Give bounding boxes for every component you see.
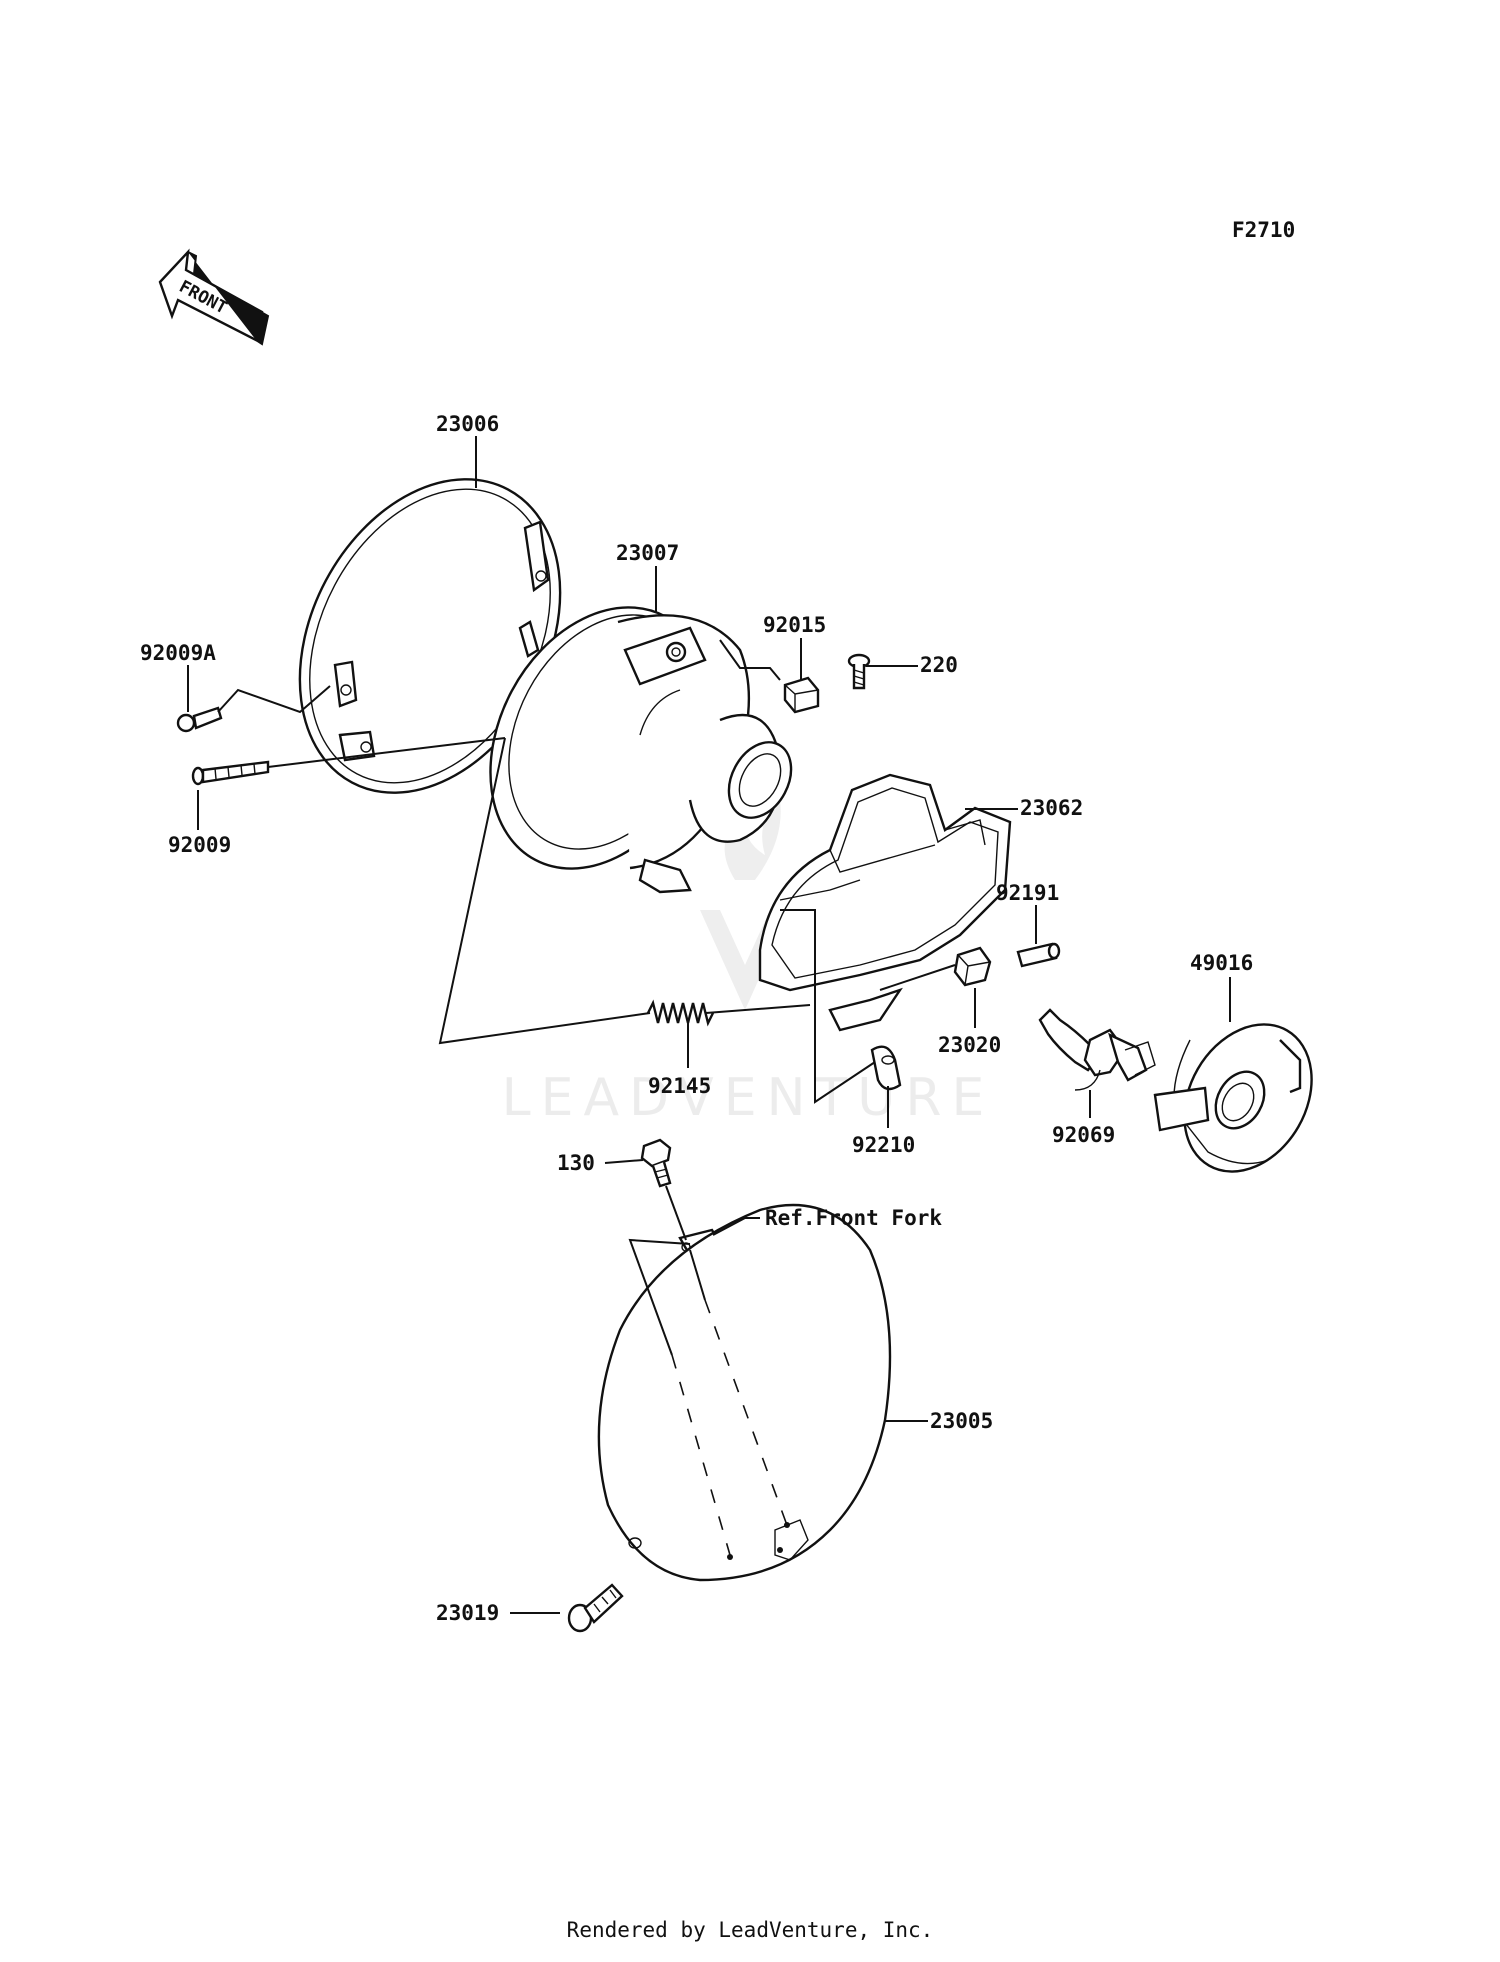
label-92015: 92015 bbox=[763, 613, 826, 637]
mounting-bracket bbox=[758, 773, 1012, 1032]
label-23020: 23020 bbox=[938, 1033, 1001, 1057]
screw-92009A bbox=[176, 706, 223, 733]
label-23005: 23005 bbox=[930, 1409, 993, 1433]
label-92191: 92191 bbox=[996, 881, 1059, 905]
part-labels: 23006 23007 92015 220 92009A 92009 23062… bbox=[140, 412, 1253, 1625]
label-23062: 23062 bbox=[1020, 796, 1083, 820]
label-23007: 23007 bbox=[616, 541, 679, 565]
bulb-92069 bbox=[1038, 1008, 1156, 1091]
label-23019: 23019 bbox=[436, 1601, 499, 1625]
headlight-shell bbox=[597, 1203, 892, 1582]
pin-92191 bbox=[1016, 942, 1061, 968]
label-130: 130 bbox=[557, 1151, 595, 1175]
label-92069: 92069 bbox=[1052, 1123, 1115, 1147]
nut-92015 bbox=[783, 676, 820, 714]
grommet-92210 bbox=[870, 1045, 902, 1091]
bolt-130 bbox=[640, 1138, 672, 1188]
watermark-text: LEADVENTURE bbox=[502, 1068, 995, 1128]
label-92009: 92009 bbox=[168, 833, 231, 857]
footer-credit: Rendered by LeadVenture, Inc. bbox=[566, 1918, 934, 1942]
spring-92145 bbox=[646, 999, 715, 1027]
label-220: 220 bbox=[920, 653, 958, 677]
leader-lines bbox=[187, 436, 1231, 1614]
headlight-rim bbox=[298, 478, 562, 794]
dust-cover-49016 bbox=[1153, 1023, 1313, 1173]
screw-220 bbox=[847, 653, 871, 690]
label-92210: 92210 bbox=[852, 1133, 915, 1157]
label-49016: 49016 bbox=[1190, 951, 1253, 975]
label-23006: 23006 bbox=[436, 412, 499, 436]
label-92009A: 92009A bbox=[140, 641, 216, 665]
headlight-body bbox=[489, 606, 793, 894]
screw-92009 bbox=[191, 760, 270, 786]
figure-code: F2710 bbox=[1232, 218, 1295, 242]
label-ref-front-fork: Ref.Front Fork bbox=[765, 1206, 942, 1230]
screw-23019 bbox=[567, 1583, 624, 1633]
clip-23020 bbox=[953, 946, 992, 987]
front-arrow-icon: FRONT bbox=[158, 248, 270, 346]
label-92145: 92145 bbox=[648, 1074, 711, 1098]
